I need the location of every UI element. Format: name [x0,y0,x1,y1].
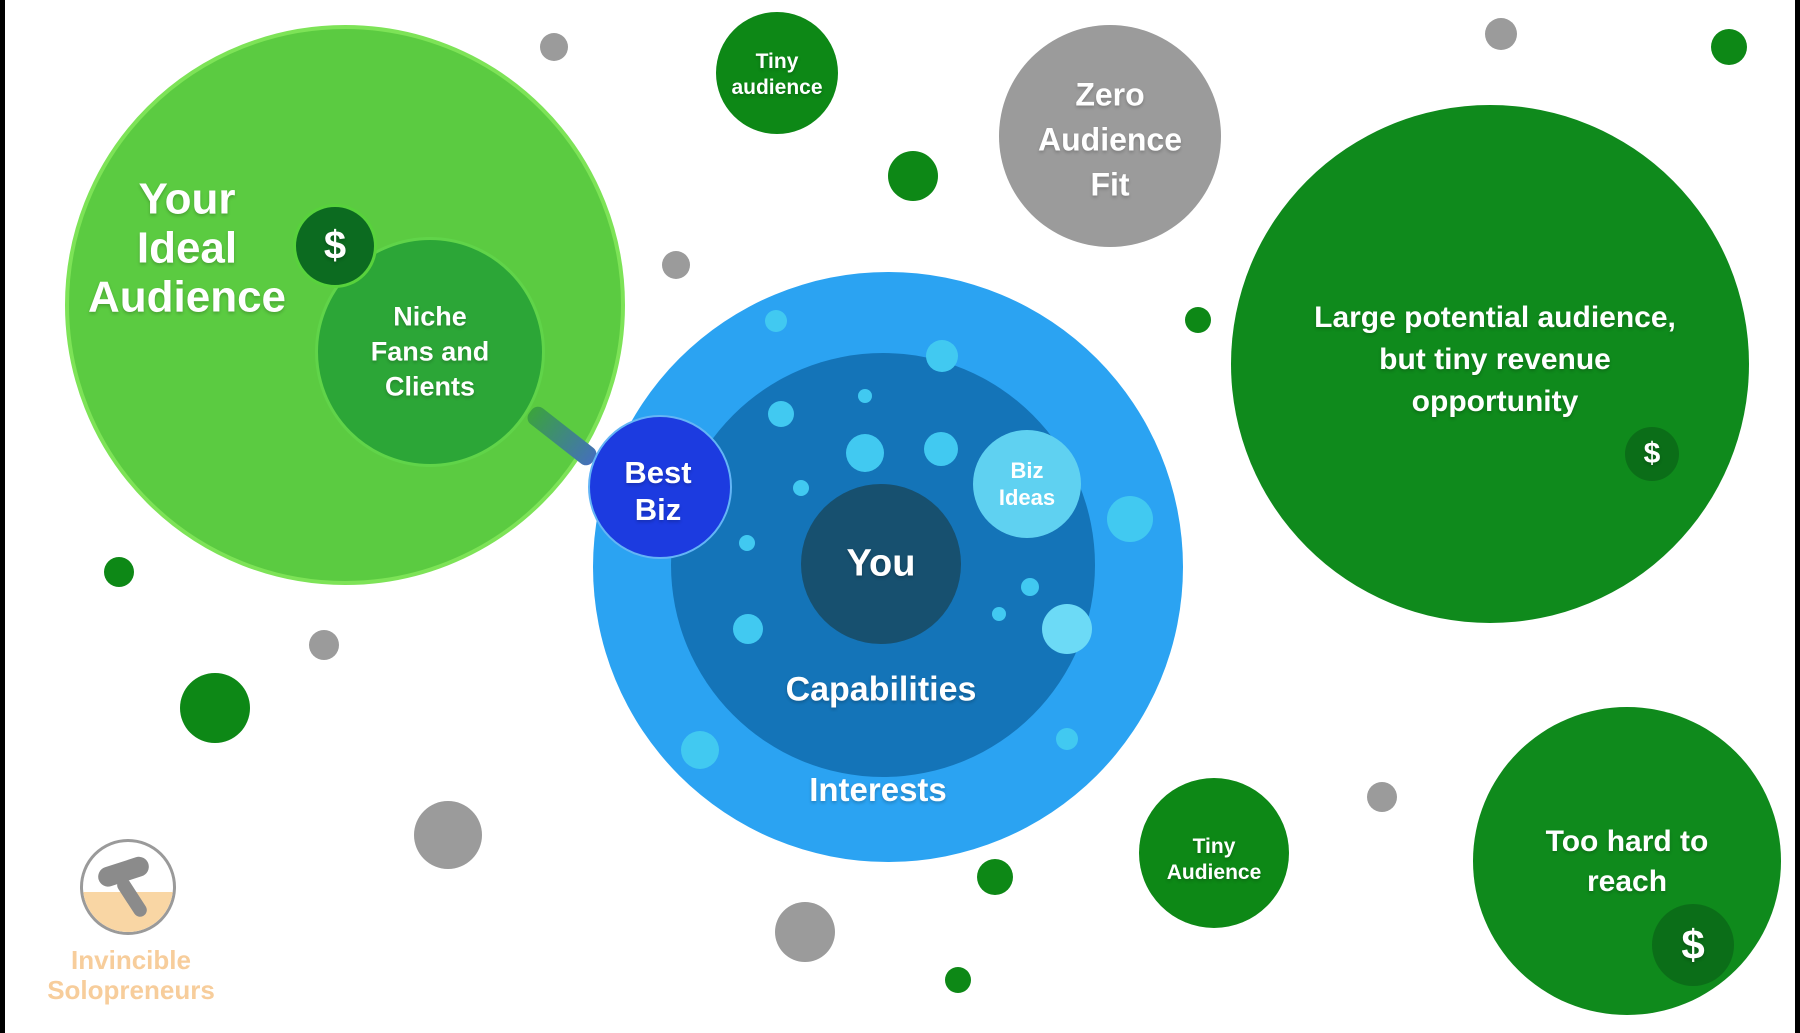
scatter-dot [992,607,1006,621]
interests-label: Interests [809,771,947,808]
zero-audience-fit-circle [999,25,1221,247]
dollar-circle-large-audience [1625,427,1679,481]
scatter-dot [765,310,787,332]
scatter-dot [180,673,250,743]
dollar-sign-left: $ [323,223,347,268]
scatter-dot [1107,496,1153,542]
scatter-dot [1367,782,1397,812]
scatter-dot [846,434,884,472]
scatter-dot [309,630,339,660]
scatter-dot [926,340,958,372]
scatter-dot [775,902,835,962]
biz-ideas-circle [973,430,1081,538]
scatter-dot [1042,604,1092,654]
left-edge-bar [0,0,5,1033]
scatter-dot [888,151,938,201]
scatter-dot [104,557,134,587]
scatter-dot [924,432,958,466]
too-hard-to-reach-circle [1473,707,1781,1015]
scatter-dot [977,859,1013,895]
you-circle [801,484,961,644]
brand-logo [80,839,176,935]
scatter-dot [945,967,971,993]
scatter-dot [1056,728,1078,750]
right-edge-bar [1795,0,1800,1033]
scatter-dot [1185,307,1211,333]
scatter-dot [858,389,872,403]
large-potential-audience-circle [1231,105,1749,623]
scatter-dot [733,614,763,644]
scatter-dot [1021,578,1039,596]
scatter-dot [540,33,568,61]
dollar-sign-large-audience: $ [1643,437,1661,470]
scatter-dot [681,731,719,769]
capabilities-label: Capabilities [785,670,977,709]
hammer-icon [98,856,149,917]
scatter-dot [768,401,794,427]
dollar-circle-left [293,204,377,288]
dollar-sign-too-hard: $ [1681,921,1705,968]
best-biz-circle [588,415,732,559]
scatter-dot [1485,18,1517,50]
scatter-dot [662,251,690,279]
you-label: You [846,542,916,585]
scatter-dot [739,535,755,551]
scatter-dot [414,801,482,869]
large-potential-audience-label: Large potential audience,but tiny revenu… [1314,301,1676,418]
tiny-audience-top-circle [716,12,838,134]
tiny-audience-bottom-circle [1139,778,1289,928]
scatter-dot [1711,29,1747,65]
scatter-dot [793,480,809,496]
dollar-circle-too-hard [1652,904,1734,986]
